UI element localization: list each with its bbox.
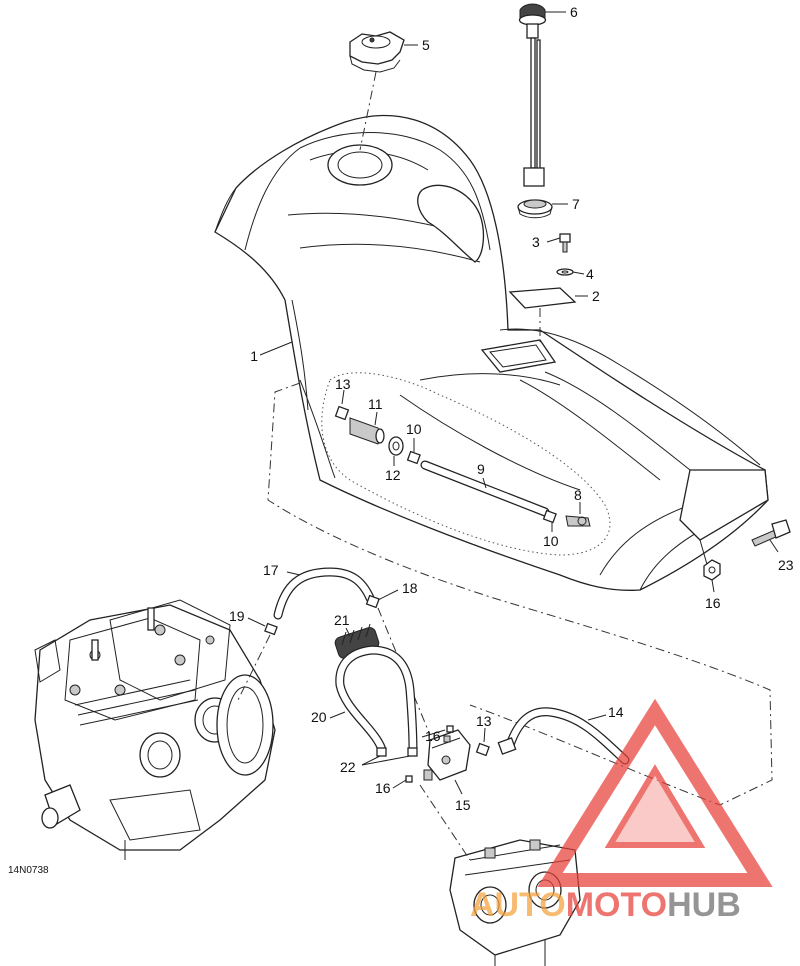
mounting-bolt bbox=[751, 519, 791, 547]
callout-5: 5 bbox=[422, 37, 430, 53]
fuel-tank bbox=[214, 114, 769, 591]
callout-18: 18 bbox=[402, 580, 418, 596]
callout-3: 3 bbox=[532, 234, 540, 250]
callout-4: 4 bbox=[586, 266, 594, 282]
clamp-13b bbox=[475, 742, 490, 757]
sender-grommet bbox=[517, 199, 553, 219]
mounting-nut bbox=[703, 559, 721, 581]
callout-10b: 10 bbox=[543, 533, 559, 549]
clamp-19 bbox=[264, 622, 278, 636]
fitting-16a bbox=[446, 725, 454, 733]
callout-2: 2 bbox=[592, 288, 600, 304]
callout-16b: 16 bbox=[375, 780, 391, 796]
callout-23: 23 bbox=[778, 557, 794, 573]
clamp-18 bbox=[365, 594, 380, 609]
filler-cap bbox=[349, 31, 405, 73]
callout-22: 22 bbox=[340, 759, 356, 775]
fuel-level-sender bbox=[518, 3, 547, 187]
watermark: AUTOMOTOHUB bbox=[470, 698, 773, 924]
callout-13a: 13 bbox=[335, 376, 351, 392]
fuel-pickup-parts bbox=[334, 405, 591, 527]
callout-13b: 13 bbox=[476, 713, 492, 729]
pickup-group-outline bbox=[321, 372, 611, 556]
svg-text:AUTOMOTOHUB: AUTOMOTOHUB bbox=[470, 886, 741, 924]
carburetors bbox=[449, 839, 581, 966]
washer bbox=[556, 268, 574, 276]
callout-7: 7 bbox=[572, 196, 580, 212]
watermark-part3: HUB bbox=[667, 886, 741, 924]
callout-21: 21 bbox=[334, 612, 350, 628]
vent-hose bbox=[273, 567, 375, 620]
callout-15: 15 bbox=[455, 797, 471, 813]
callout-12: 12 bbox=[385, 467, 401, 483]
return-hose bbox=[335, 645, 418, 755]
callout-20: 20 bbox=[311, 709, 327, 725]
watermark-part1: AUTO bbox=[470, 886, 566, 924]
callout-labels: 1 2 3 4 5 6 7 8 9 10 10 11 12 13 13 14 1… bbox=[8, 4, 794, 876]
callout-6: 6 bbox=[570, 4, 578, 20]
callout-16c: 16 bbox=[705, 595, 721, 611]
engine bbox=[34, 599, 276, 860]
callout-9: 9 bbox=[477, 461, 485, 477]
callout-11: 11 bbox=[368, 396, 383, 412]
leader-lines bbox=[247, 11, 779, 795]
fitting-16b bbox=[405, 775, 413, 783]
cover-plate bbox=[508, 287, 577, 309]
watermark-triangle-icon bbox=[537, 698, 773, 887]
callout-17: 17 bbox=[263, 562, 279, 578]
fuel-pump bbox=[423, 729, 471, 781]
clamp-22a bbox=[376, 747, 387, 757]
callout-8: 8 bbox=[574, 487, 582, 503]
watermark-inner-icon bbox=[604, 764, 706, 848]
callout-16a: 16 bbox=[425, 728, 441, 744]
fuel-hose bbox=[497, 707, 630, 765]
callout-19: 19 bbox=[229, 608, 245, 624]
screw bbox=[559, 233, 571, 253]
figure-code: 14N0738 bbox=[8, 865, 49, 876]
clamp-22b bbox=[407, 747, 418, 757]
callout-10a: 10 bbox=[406, 421, 422, 437]
callout-14: 14 bbox=[608, 704, 624, 720]
assembly-outline bbox=[267, 382, 773, 806]
callout-1: 1 bbox=[250, 348, 258, 364]
watermark-part2: MOTO bbox=[566, 886, 667, 924]
